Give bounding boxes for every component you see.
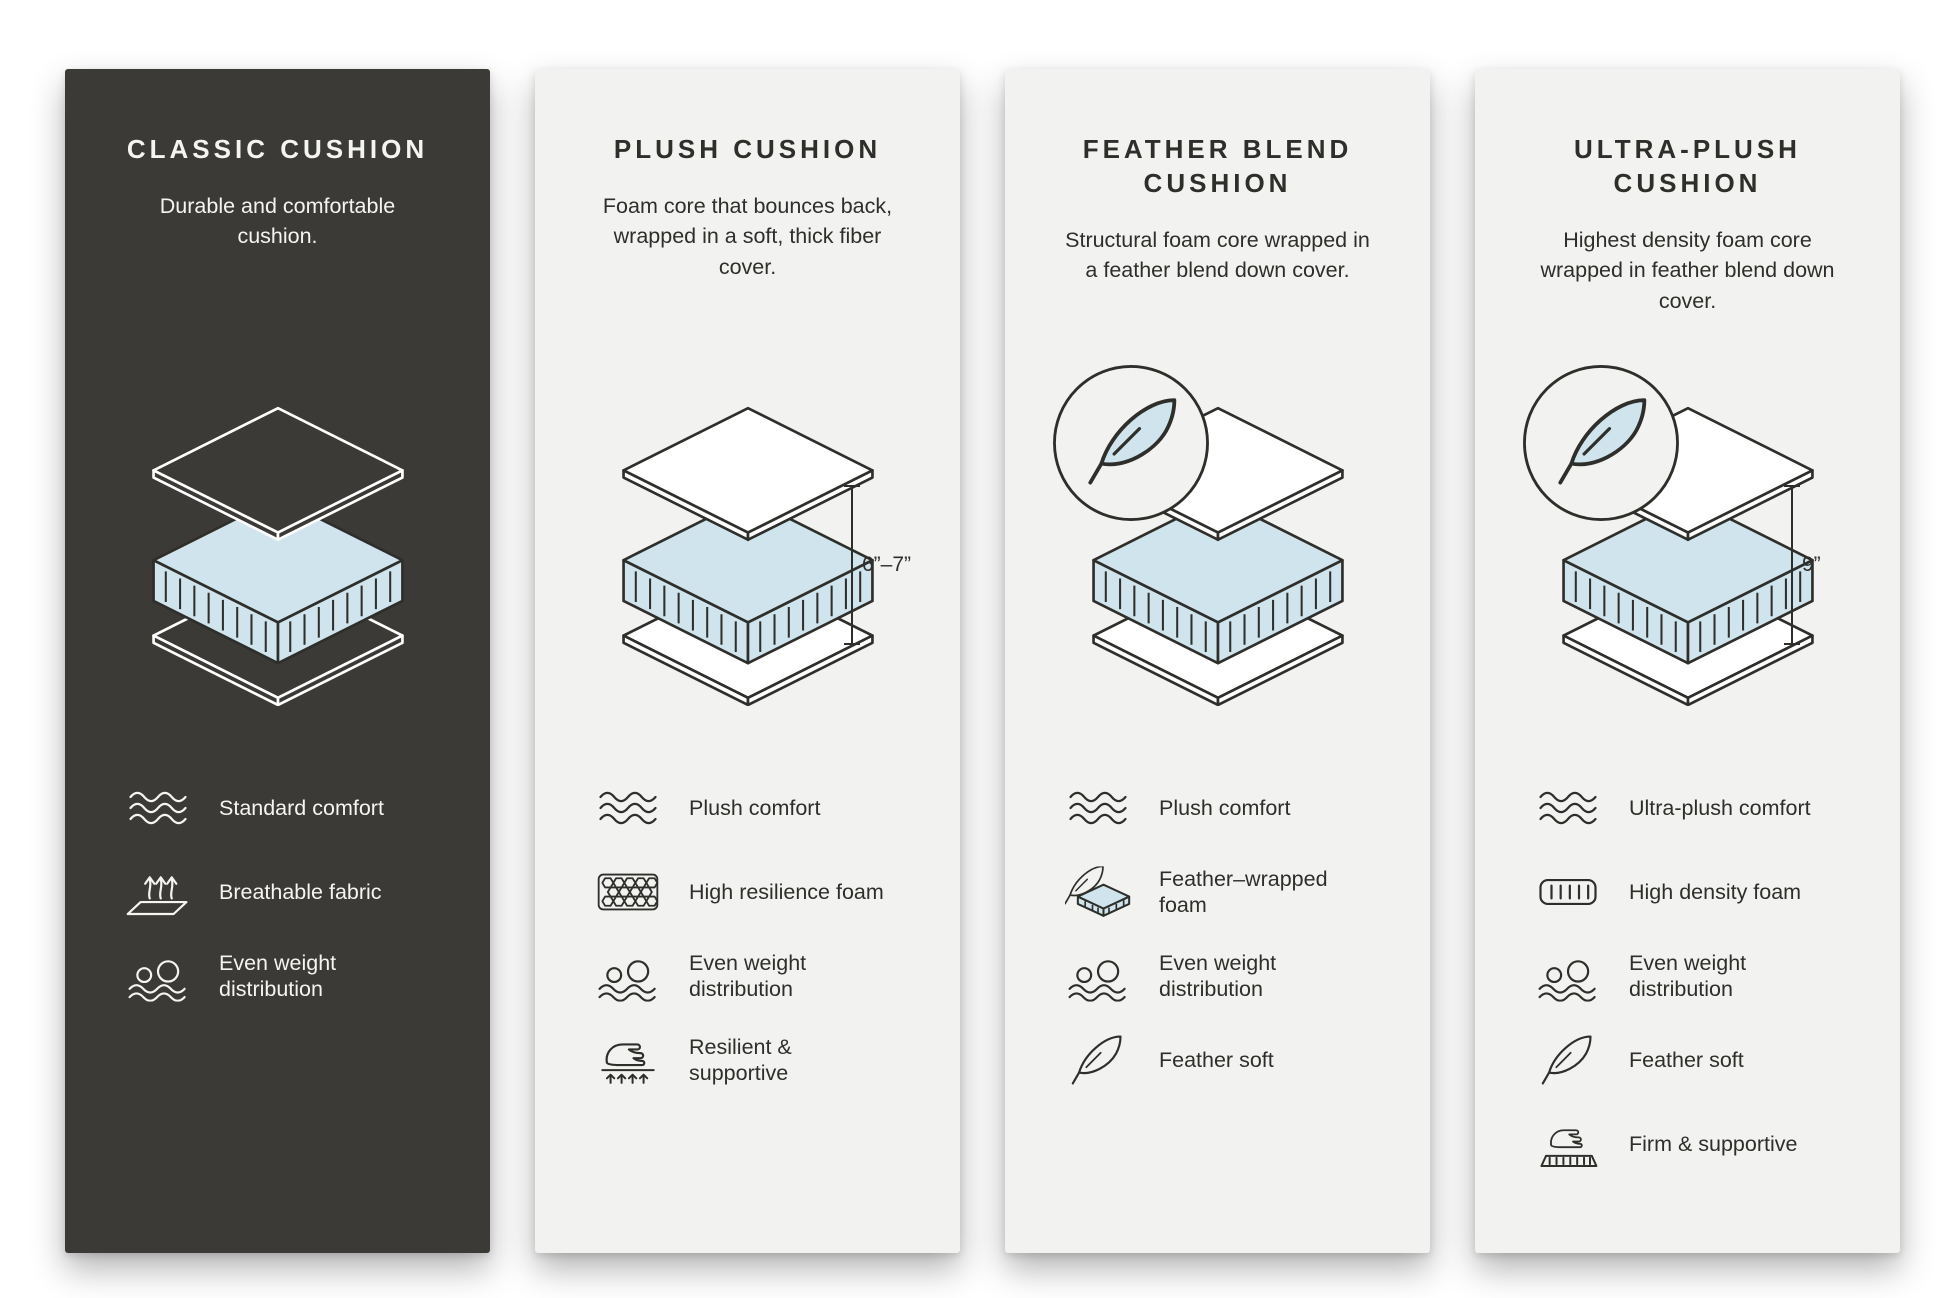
panel-description: Highest density foam core wrapped in fea… bbox=[1540, 227, 1835, 313]
panel-title: FEATHER BLEND CUSHION bbox=[1082, 134, 1353, 198]
feature-label: Ultra-plush comfort bbox=[1629, 795, 1811, 820]
list-item: Feather soft bbox=[1533, 1033, 1866, 1087]
list-item: Even weight distribution bbox=[123, 949, 456, 1003]
list-item: High resilience foam bbox=[593, 865, 926, 919]
feature-label: Feather soft bbox=[1159, 1047, 1274, 1072]
feature-label: Standard comfort bbox=[219, 795, 384, 820]
density-foam-icon bbox=[1533, 865, 1603, 919]
cushion-diagram: 6”–7” bbox=[569, 339, 926, 767]
panel-title: ULTRA-PLUSH CUSHION bbox=[1574, 134, 1801, 198]
height-indicator: 6”–7” bbox=[844, 485, 911, 645]
panel-header: FEATHER BLEND CUSHION Structural foam co… bbox=[1039, 133, 1396, 339]
cushion-comparison-infographic: CLASSIC CUSHION Durable and comfortable … bbox=[65, 69, 1900, 1253]
list-item: Even weight distribution bbox=[1063, 949, 1396, 1003]
even-weight-icon bbox=[593, 949, 663, 1003]
feature-label: Feather soft bbox=[1629, 1047, 1744, 1072]
feature-list: Ultra-plush comfort High density foam Ev… bbox=[1533, 781, 1866, 1171]
breathable-icon bbox=[123, 865, 193, 919]
panel-plush-cushion: PLUSH CUSHION Foam core that bounces bac… bbox=[535, 69, 960, 1253]
feature-label: Firm & supportive bbox=[1629, 1131, 1798, 1156]
waves-icon bbox=[1063, 781, 1133, 835]
feature-label: Feather–wrapped foam bbox=[1159, 866, 1328, 917]
feature-list: Plush comfort High resilience foam Even … bbox=[593, 781, 926, 1087]
panel-classic-cushion: CLASSIC CUSHION Durable and comfortable … bbox=[65, 69, 490, 1253]
cushion-diagram: 9” bbox=[1509, 339, 1866, 767]
feather-icon bbox=[1063, 1033, 1133, 1087]
height-indicator: 9” bbox=[1784, 485, 1821, 645]
feather-badge bbox=[1049, 361, 1213, 525]
even-weight-icon bbox=[123, 949, 193, 1003]
height-indicator-line bbox=[1791, 485, 1793, 645]
cushion-diagram bbox=[99, 339, 456, 767]
honeycomb-foam-icon bbox=[593, 865, 663, 919]
feature-label: Breathable fabric bbox=[219, 879, 382, 904]
height-indicator-line bbox=[851, 485, 853, 645]
resilient-hand-icon bbox=[593, 1033, 663, 1087]
panel-description: Durable and comfortable cushion. bbox=[159, 193, 396, 249]
feather-badge bbox=[1519, 361, 1683, 525]
feature-label: Plush comfort bbox=[1159, 795, 1291, 820]
panel-title: CLASSIC CUSHION bbox=[126, 134, 429, 164]
panel-header: PLUSH CUSHION Foam core that bounces bac… bbox=[569, 133, 926, 339]
feature-label: Resilient & supportive bbox=[689, 1034, 792, 1085]
list-item: Even weight distribution bbox=[1533, 949, 1866, 1003]
feature-label: High resilience foam bbox=[689, 879, 884, 904]
feature-label: Plush comfort bbox=[689, 795, 821, 820]
cushion-diagram bbox=[1039, 339, 1396, 767]
feature-label: Even weight distribution bbox=[689, 950, 807, 1001]
list-item: Plush comfort bbox=[593, 781, 926, 835]
panel-title: PLUSH CUSHION bbox=[613, 134, 882, 164]
waves-icon bbox=[1533, 781, 1603, 835]
panel-header: CLASSIC CUSHION Durable and comfortable … bbox=[99, 133, 456, 339]
feather-icon bbox=[1533, 1033, 1603, 1087]
list-item: Standard comfort bbox=[123, 781, 456, 835]
height-label: 6”–7” bbox=[862, 553, 912, 576]
feature-label: Even weight distribution bbox=[219, 950, 337, 1001]
list-item: Resilient & supportive bbox=[593, 1033, 926, 1087]
panel-header: ULTRA-PLUSH CUSHION Highest density foam… bbox=[1509, 133, 1866, 339]
list-item: Plush comfort bbox=[1063, 781, 1396, 835]
panel-description: Foam core that bounces back, wrapped in … bbox=[602, 193, 893, 279]
feature-label: Even weight distribution bbox=[1629, 950, 1747, 1001]
feather-wrapped-foam-icon bbox=[1063, 865, 1133, 919]
firm-support-icon bbox=[1533, 1117, 1603, 1171]
list-item: Even weight distribution bbox=[593, 949, 926, 1003]
list-item: Ultra-plush comfort bbox=[1533, 781, 1866, 835]
feature-list: Standard comfort Breathable fabric Even … bbox=[123, 781, 456, 1003]
even-weight-icon bbox=[1063, 949, 1133, 1003]
feature-label: Even weight distribution bbox=[1159, 950, 1277, 1001]
list-item: Firm & supportive bbox=[1533, 1117, 1866, 1171]
list-item: Feather soft bbox=[1063, 1033, 1396, 1087]
feature-label: High density foam bbox=[1629, 879, 1802, 904]
waves-icon bbox=[123, 781, 193, 835]
height-label: 9” bbox=[1802, 553, 1821, 576]
panel-feather-blend-cushion: FEATHER BLEND CUSHION Structural foam co… bbox=[1005, 69, 1430, 1253]
waves-icon bbox=[593, 781, 663, 835]
panel-ultra-plush-cushion: ULTRA-PLUSH CUSHION Highest density foam… bbox=[1475, 69, 1900, 1253]
list-item: High density foam bbox=[1533, 865, 1866, 919]
even-weight-icon bbox=[1533, 949, 1603, 1003]
list-item: Breathable fabric bbox=[123, 865, 456, 919]
cushion-layers-illustration bbox=[125, 400, 431, 706]
list-item: Feather–wrapped foam bbox=[1063, 865, 1396, 919]
feature-list: Plush comfort Feather–wrapped foam Even … bbox=[1063, 781, 1396, 1087]
panel-description: Structural foam core wrapped in a feathe… bbox=[1065, 227, 1370, 283]
